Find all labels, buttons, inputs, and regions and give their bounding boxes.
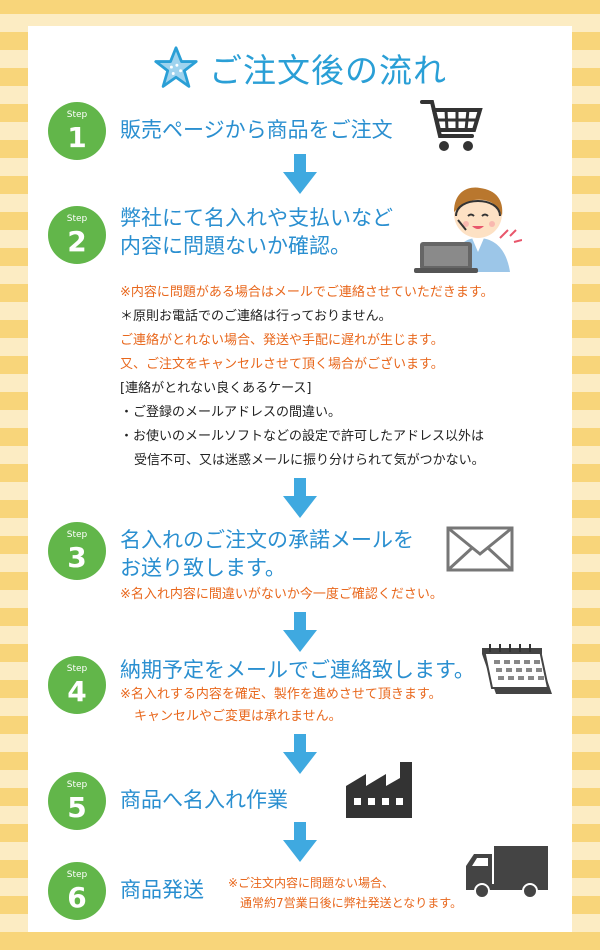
step-number: 5	[67, 791, 87, 824]
step-label: Step	[66, 664, 88, 674]
step-number: 3	[67, 541, 87, 574]
step-5-title: 商品へ名入れ作業	[120, 788, 288, 812]
step-number: 2	[67, 225, 87, 258]
step-label: Step	[66, 110, 88, 120]
content-panel: ご注文後の流れ Step 1 販売ページから商品をご注文 Step 2 弊社にて…	[28, 26, 572, 932]
step-2-note-7: ・お使いのメールソフトなどの設定で許可したアドレス以外は	[120, 429, 485, 444]
step-3-note: ※名入れ内容に間違いがないか今一度ご確認ください。	[120, 587, 443, 602]
operator-illustration	[414, 187, 522, 273]
step-3-title-line-1: 名入れのご注文の承諾メールを	[120, 528, 414, 552]
step-4-title: 納期予定をメールでご連絡致します。	[120, 658, 475, 682]
step-2-note-3: ご連絡がとれない場合、発送や手配に遅れが生じます。	[120, 333, 444, 348]
step-label: Step	[66, 870, 88, 880]
star-icon	[154, 46, 198, 88]
step-6-title: 商品発送	[120, 878, 204, 902]
step-6-note-1: ※ご注文内容に問題ない場合、	[228, 876, 395, 890]
arrow-down-icon	[283, 154, 317, 194]
step-6-note-2: 通常約7営業日後に弊社発送となります。	[240, 896, 463, 910]
step-1-title: 販売ページから商品をご注文	[120, 118, 393, 142]
title-area: ご注文後の流れ	[28, 44, 572, 95]
page-title-text: ご注文後の流れ	[209, 51, 447, 90]
truck-icon	[466, 846, 548, 899]
arrow-down-icon	[283, 478, 317, 518]
step-number: 4	[67, 675, 87, 708]
step-2-note-2: ＊原則お電話でのご連絡は行っておりません。	[120, 309, 392, 324]
step-2-title-line-1: 弊社にて名入れや支払いなど	[120, 206, 393, 230]
step-label: Step	[66, 780, 88, 790]
step-2-note-4: 又、ご注文をキャンセルさせて頂く場合がございます。	[120, 357, 444, 372]
step-4-note-2: キャンセルやご変更は承れません。	[134, 709, 342, 724]
step-number: 1	[67, 121, 87, 154]
step-2-note-5: [連絡がとれない良くあるケース]	[120, 381, 312, 396]
step-2-title-line-2: 内容に問題ないか確認。	[120, 234, 351, 258]
step-4-badge: Step 4	[48, 656, 106, 714]
step-6-badge: Step 6	[48, 862, 106, 920]
page-title: ご注文後の流れ	[153, 44, 447, 92]
step-2-note-1: ※内容に問題がある場合はメールでご連絡させていただきます。	[120, 285, 494, 300]
step-3-title-line-2: お送り致します。	[120, 556, 286, 580]
cart-icon	[420, 100, 483, 151]
calendar-icon	[482, 644, 552, 694]
arrow-down-icon	[283, 612, 317, 652]
step-3-badge: Step 3	[48, 522, 106, 580]
step-number: 6	[67, 881, 87, 914]
step-2-note-6: ・ご登録のメールアドレスの間違い。	[120, 405, 342, 420]
factory-icon	[346, 762, 412, 818]
step-label: Step	[66, 530, 88, 540]
step-2-badge: Step 2	[48, 206, 106, 264]
step-2-note-8: 受信不可、又は迷惑メールに振り分けられて気がつかない。	[134, 453, 485, 468]
arrow-down-icon	[283, 734, 317, 774]
step-4-note-1: ※名入れする内容を確定、製作を進めさせて頂きます。	[120, 687, 442, 702]
step-1-badge: Step 1	[48, 102, 106, 160]
envelope-icon	[446, 526, 514, 572]
step-5-badge: Step 5	[48, 772, 106, 830]
arrow-down-icon	[283, 822, 317, 862]
step-label: Step	[66, 214, 88, 224]
